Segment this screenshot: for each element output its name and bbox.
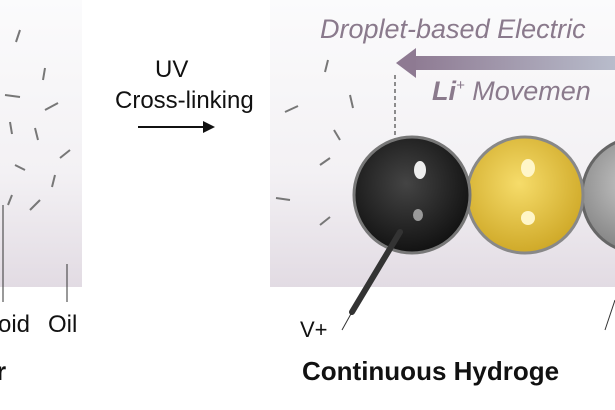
droplet-gray <box>580 141 615 249</box>
surfactant-molecules-left <box>4 29 71 211</box>
uv-label: UV <box>155 56 189 83</box>
droplet-highlight <box>414 161 426 179</box>
electric-header: Droplet-based Electric <box>320 14 586 44</box>
li-movement-label: Li+ Movemen <box>432 76 591 107</box>
right-panel-title: Continuous Hydroge <box>302 356 560 386</box>
cross-linking-label: Cross-linking <box>115 87 254 114</box>
electrode-wire <box>349 229 403 315</box>
droplet-highlight <box>521 211 535 225</box>
droplet-highlight <box>521 159 535 177</box>
movement-text: Movemen <box>464 76 591 106</box>
surfactant-molecules-right <box>275 59 354 226</box>
left-panel-oil-bath <box>0 0 82 287</box>
surfactoid-label: oid <box>0 311 31 338</box>
li-movement-arrowhead-icon <box>396 48 416 78</box>
electrode-label: V+ <box>300 317 328 342</box>
left-panel-title: r <box>0 356 7 386</box>
electrode-wire-right <box>604 299 615 331</box>
li-movement-arrow-shaft <box>410 56 615 70</box>
droplet-yellow <box>465 135 585 255</box>
li-charge: + <box>456 77 465 94</box>
li-symbol: Li <box>432 76 456 106</box>
droplet-highlight <box>413 209 423 221</box>
droplet-black <box>352 135 472 255</box>
process-arrowhead-icon <box>203 121 215 133</box>
electrode-pointer-line <box>341 311 353 331</box>
oil-label: Oil <box>48 311 78 338</box>
